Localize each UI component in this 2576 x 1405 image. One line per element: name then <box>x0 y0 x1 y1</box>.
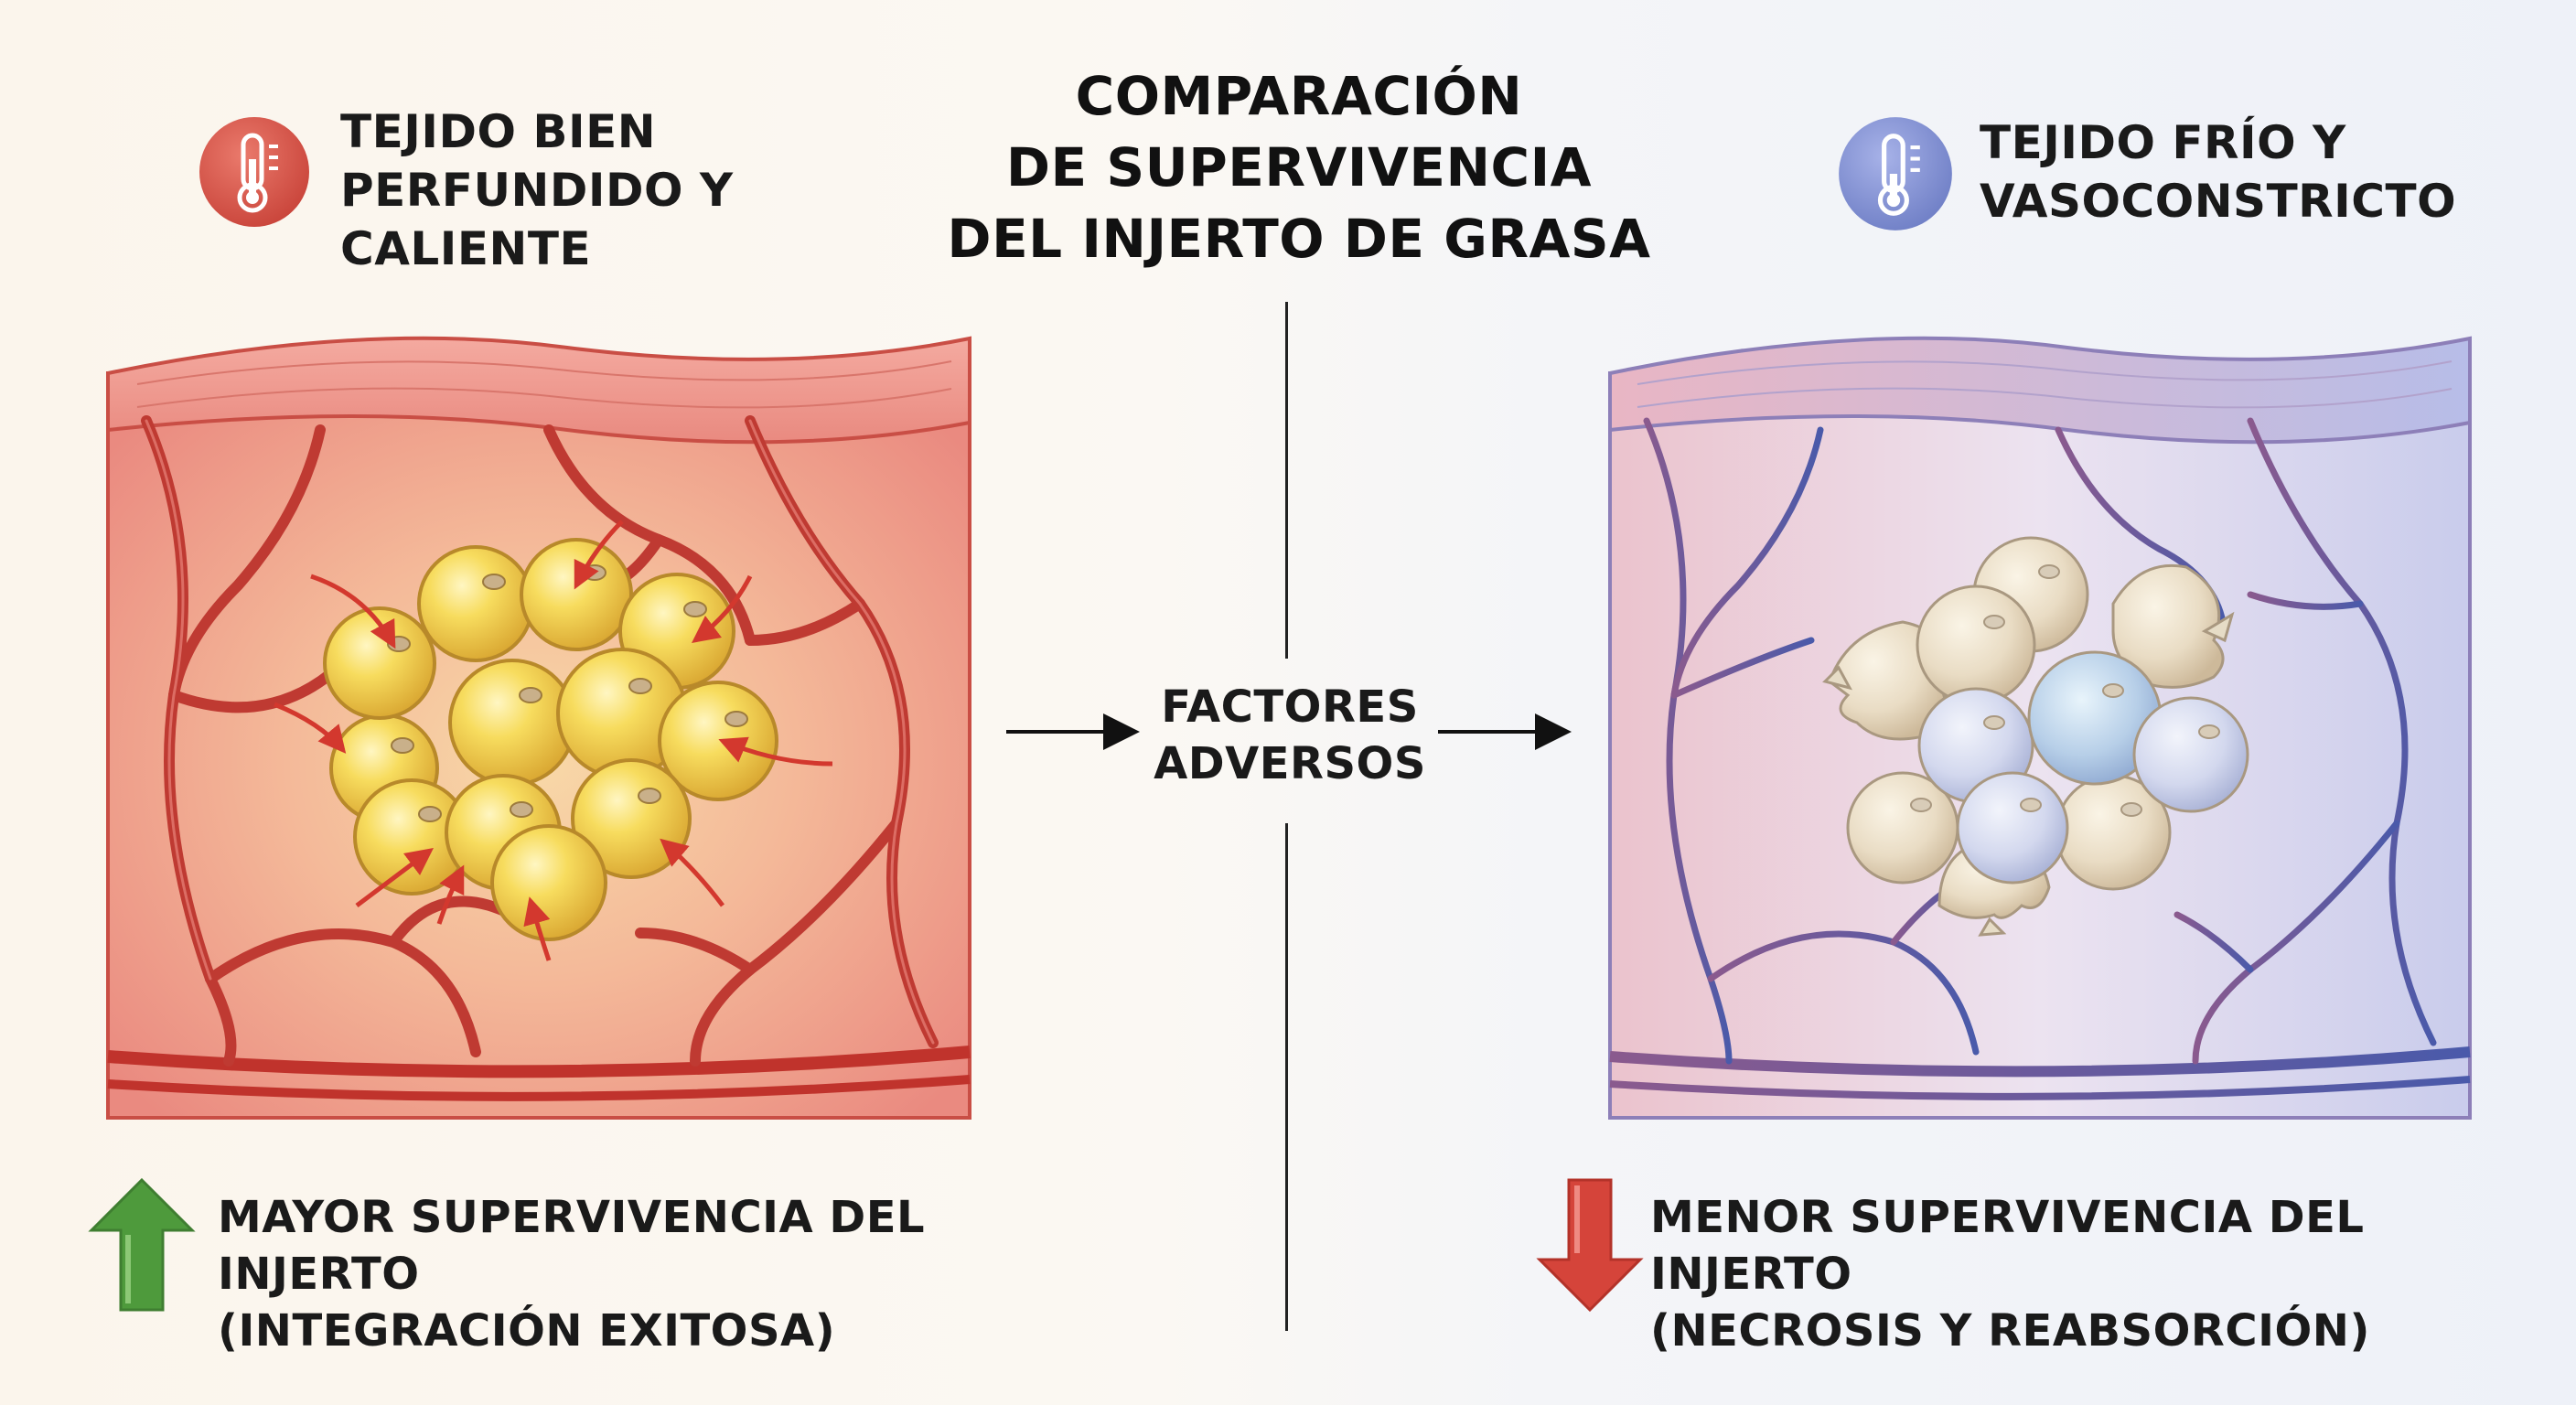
warm-tissue-panel <box>106 336 971 1120</box>
center-divider-top <box>1285 302 1288 659</box>
right-outcome: MENOR SUPERVIVENCIA DEL INJERTO (NECROSI… <box>1650 1189 2565 1359</box>
page-title: COMPARACIÓN DE SUPERVIVENCIA DEL INJERTO… <box>933 60 1665 274</box>
adverse-factors-line-2: ADVERSOS <box>1154 738 1426 789</box>
up-arrow-icon <box>88 1177 196 1312</box>
damaged-fat-cells <box>1828 536 2249 919</box>
left-header: TEJIDO BIEN PERFUNDIDO Y CALIENTE <box>340 102 926 278</box>
title-line-1: COMPARACIÓN <box>1075 65 1523 127</box>
adverse-factors-line-1: FACTORES <box>1161 681 1419 733</box>
left-outcome-line-2: (INTEGRACIÓN EXITOSA) <box>218 1305 836 1357</box>
title-line-3: DEL INJERTO DE GRASA <box>947 208 1651 270</box>
blood-flow-arrows <box>274 520 833 961</box>
down-arrow-icon <box>1536 1178 1644 1313</box>
title-line-2: DE SUPERVIVENCIA <box>1005 136 1593 198</box>
left-outcome-line-1: MAYOR SUPERVIVENCIA DEL INJERTO <box>218 1192 926 1300</box>
thermometer-cold-icon <box>1839 117 1952 231</box>
right-header: TEJIDO FRÍO Y VASOCONSTRICTO <box>1980 113 2547 231</box>
right-outcome-line-2: (NECROSIS Y REABSORCIÓN) <box>1650 1305 2370 1357</box>
right-header-line-2: VASOCONSTRICTO <box>1980 175 2457 228</box>
left-header-line-2: PERFUNDIDO Y CALIENTE <box>340 164 734 275</box>
thermometer-hot-icon <box>199 117 309 227</box>
right-outcome-line-1: MENOR SUPERVIVENCIA DEL INJERTO <box>1650 1192 2365 1300</box>
center-divider-bottom <box>1285 823 1288 1331</box>
cold-tissue-panel <box>1608 336 2472 1120</box>
left-header-line-1: TEJIDO BIEN <box>340 105 657 158</box>
left-outcome: MAYOR SUPERVIVENCIA DEL INJERTO (INTEGRA… <box>218 1189 1114 1359</box>
right-header-line-1: TEJIDO FRÍO Y <box>1980 116 2346 169</box>
adverse-factors-label: FACTORES ADVERSOS <box>1143 679 1436 792</box>
